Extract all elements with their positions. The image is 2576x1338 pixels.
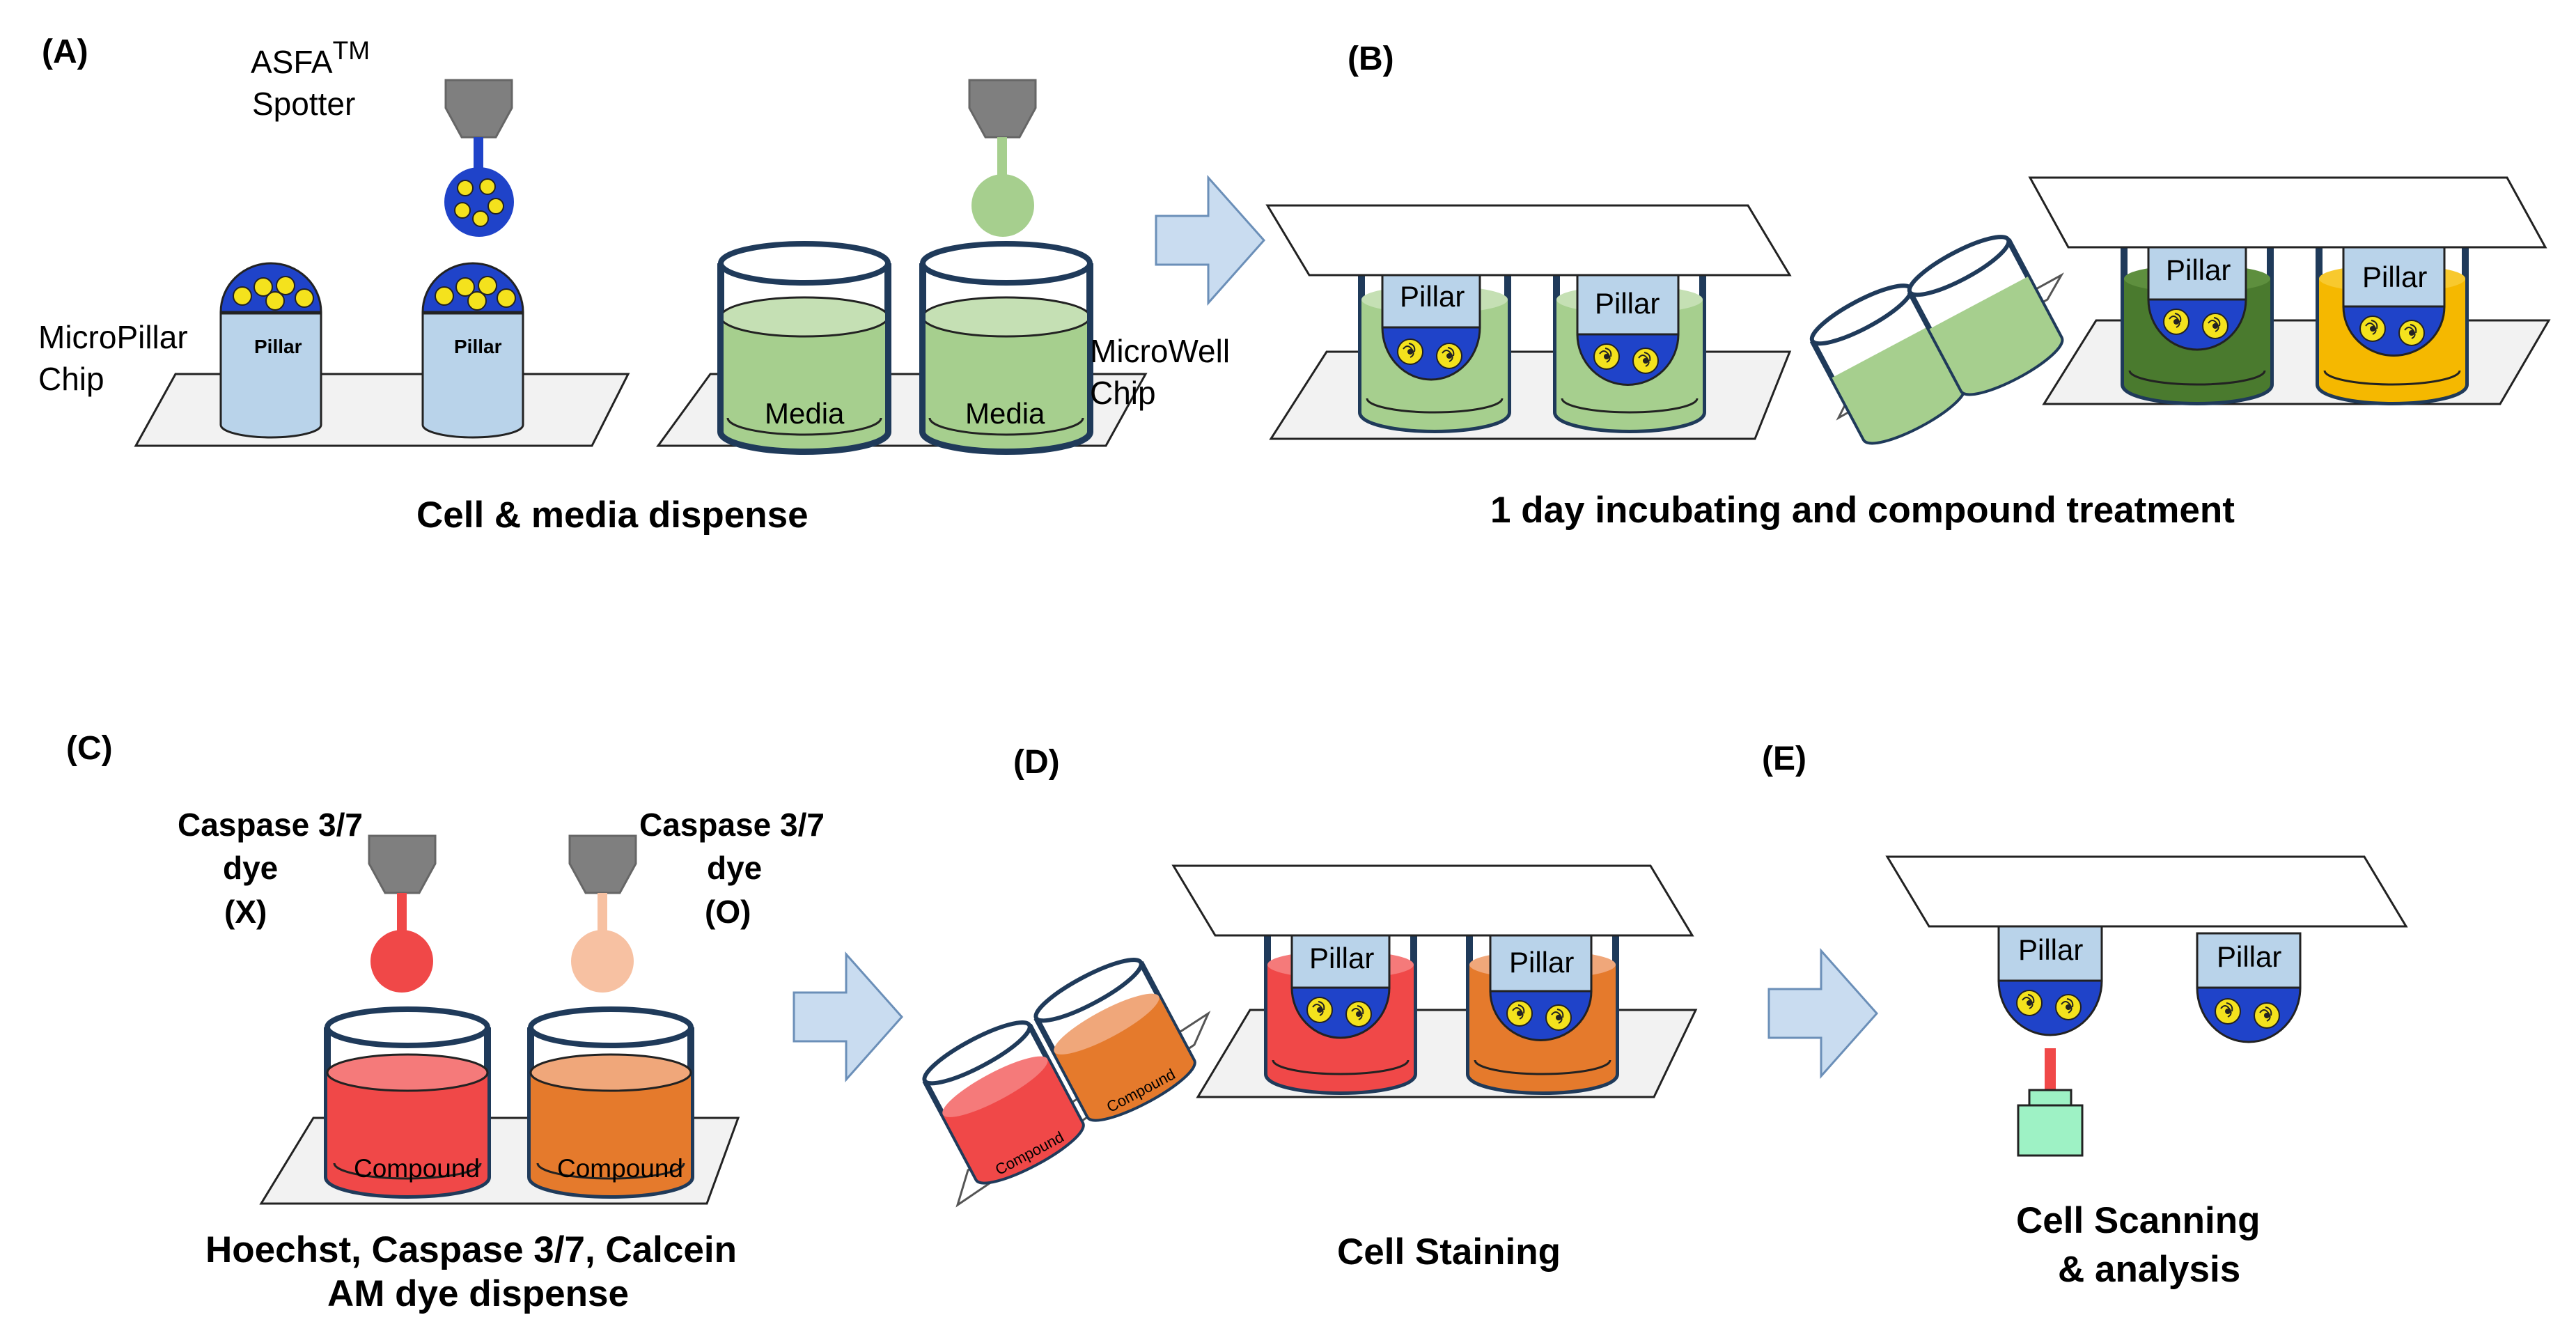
well-right: Media [919, 241, 1093, 455]
pillar-right: Pillar [421, 262, 524, 439]
spotter-nozzle-green-icon [968, 79, 1037, 237]
arrow-icon [1155, 175, 1266, 306]
svg-text:Pillar: Pillar [2166, 254, 2231, 286]
microwell-label: MicroWell [1090, 333, 1230, 369]
asfa-spotter-label: ASFATM Spotter [251, 36, 370, 122]
pillar-well-assembly-right: Pillar Pillar [2028, 176, 2551, 405]
svg-text:Compound: Compound [557, 1154, 683, 1183]
scanning-assembly: Pillar Pillar [1885, 855, 2408, 1043]
svg-text:Media: Media [765, 397, 845, 430]
svg-text:Pillar: Pillar [1309, 942, 1374, 974]
caption-c-line1: Hoechst, Caspase 3/7, Calcein [205, 1229, 737, 1270]
panel-label-d: (D) [1013, 744, 1060, 781]
svg-text:Pillar: Pillar [2362, 260, 2427, 293]
svg-text:Media: Media [965, 397, 1045, 430]
svg-text:Pillar: Pillar [2018, 933, 2083, 966]
spotter-nozzle-icon [444, 79, 514, 237]
arrow-icon [1767, 948, 1879, 1079]
svg-text:Pillar: Pillar [254, 336, 302, 357]
svg-text:Compound: Compound [354, 1154, 480, 1183]
microwell-chip-label: Chip [1090, 375, 1156, 411]
svg-text:Pillar: Pillar [2217, 940, 2281, 973]
tilted-well-plate: Compound Compound [922, 958, 1211, 1208]
well-left: Media [717, 241, 891, 455]
panel-label-c: (C) [66, 730, 113, 767]
svg-text:Pillar: Pillar [1509, 946, 1574, 979]
caption-e-line2: & analysis [2058, 1249, 2240, 1290]
svg-text:dye: dye [707, 850, 762, 886]
micropillar-chip-label: Chip [38, 361, 104, 397]
compound-well-plate: Compound Compound [259, 1006, 740, 1205]
svg-text:Pillar: Pillar [1595, 287, 1660, 320]
svg-text:(X): (X) [224, 894, 267, 930]
caption-b: 1 day incubating and compound treatment [1490, 490, 2235, 531]
micropillar-label: MicroPillar [38, 319, 188, 355]
svg-text:Pillar: Pillar [454, 336, 502, 357]
detector-icon [2017, 1048, 2084, 1157]
microwell-chip: Media Media [656, 241, 1148, 455]
caspase-x-label: Caspase 3/7 dye (X) [178, 807, 363, 930]
micropillar-chip: Pillar Pillar [134, 262, 630, 447]
caption-c-line2: AM dye dispense [327, 1273, 629, 1314]
svg-text:Pillar: Pillar [1400, 280, 1465, 313]
pillar-left: Pillar [219, 262, 322, 439]
caption-e-line1: Cell Scanning [2016, 1200, 2260, 1241]
pillar-well-assembly-stain: Pillar Pillar [1171, 864, 1698, 1098]
svg-text:(O): (O) [705, 894, 751, 930]
svg-text:ASFATM: ASFATM [251, 36, 370, 80]
svg-text:Spotter: Spotter [252, 86, 355, 122]
panel-label-e: (E) [1762, 740, 1806, 777]
svg-text:Caspase 3/7: Caspase 3/7 [178, 807, 363, 843]
caption-d: Cell Staining [1337, 1231, 1561, 1273]
caption-a: Cell & media dispense [416, 495, 809, 536]
svg-text:dye: dye [223, 850, 278, 886]
spotter-nozzle-peach-icon [568, 834, 637, 993]
spotter-nozzle-red-icon [368, 834, 437, 993]
panel-label-b: (B) [1348, 40, 1394, 77]
caspase-o-label: Caspase 3/7 dye (O) [639, 807, 825, 930]
tilted-well-plate [1809, 235, 2064, 445]
svg-text:Caspase 3/7: Caspase 3/7 [639, 807, 825, 843]
pillar-well-assembly-left: Pillar Pillar [1265, 204, 1792, 440]
panel-label-a: (A) [42, 33, 88, 70]
arrow-icon [793, 951, 904, 1082]
